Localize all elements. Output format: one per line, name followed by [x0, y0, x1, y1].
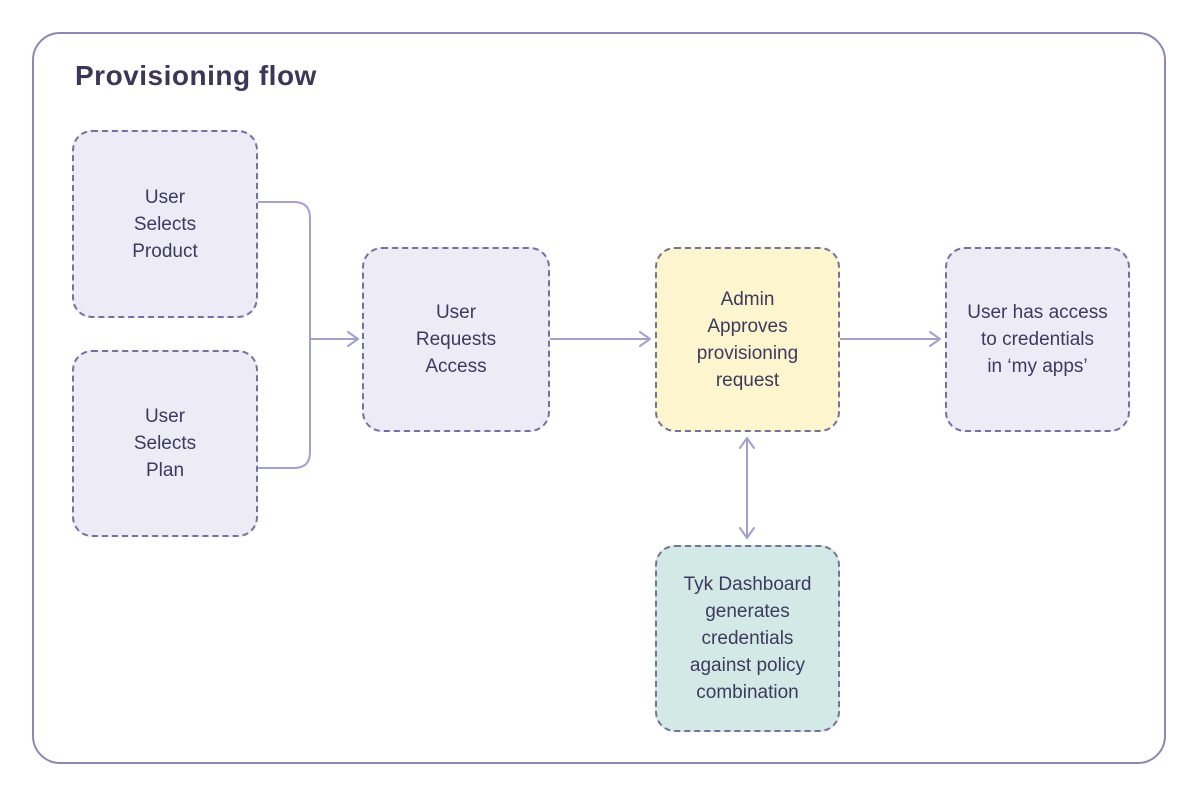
- node-label: User has access to credentials in ‘my ap…: [967, 302, 1108, 377]
- node-admin-approves-request: Admin Approves provisioning request: [655, 247, 840, 432]
- node-user-selects-plan: User Selects Plan: [72, 350, 258, 537]
- node-label: User Selects Product: [132, 186, 198, 262]
- node-label: Tyk Dashboard generates credentials agai…: [683, 574, 812, 703]
- diagram-title: Provisioning flow: [75, 60, 317, 91]
- node-label: User Selects Plan: [133, 406, 197, 481]
- node-label: User Requests Access: [415, 302, 497, 377]
- node-user-requests-access: User Requests Access: [362, 247, 550, 432]
- node-tyk-dashboard-generates-credentials: Tyk Dashboard generates credentials agai…: [655, 545, 840, 732]
- node-user-selects-product: User Selects Product: [72, 130, 258, 318]
- diagram-frame: [32, 32, 1166, 764]
- node-label: Admin Approves provisioning request: [696, 288, 799, 391]
- node-user-has-access-credentials: User has access to credentials in ‘my ap…: [945, 247, 1130, 432]
